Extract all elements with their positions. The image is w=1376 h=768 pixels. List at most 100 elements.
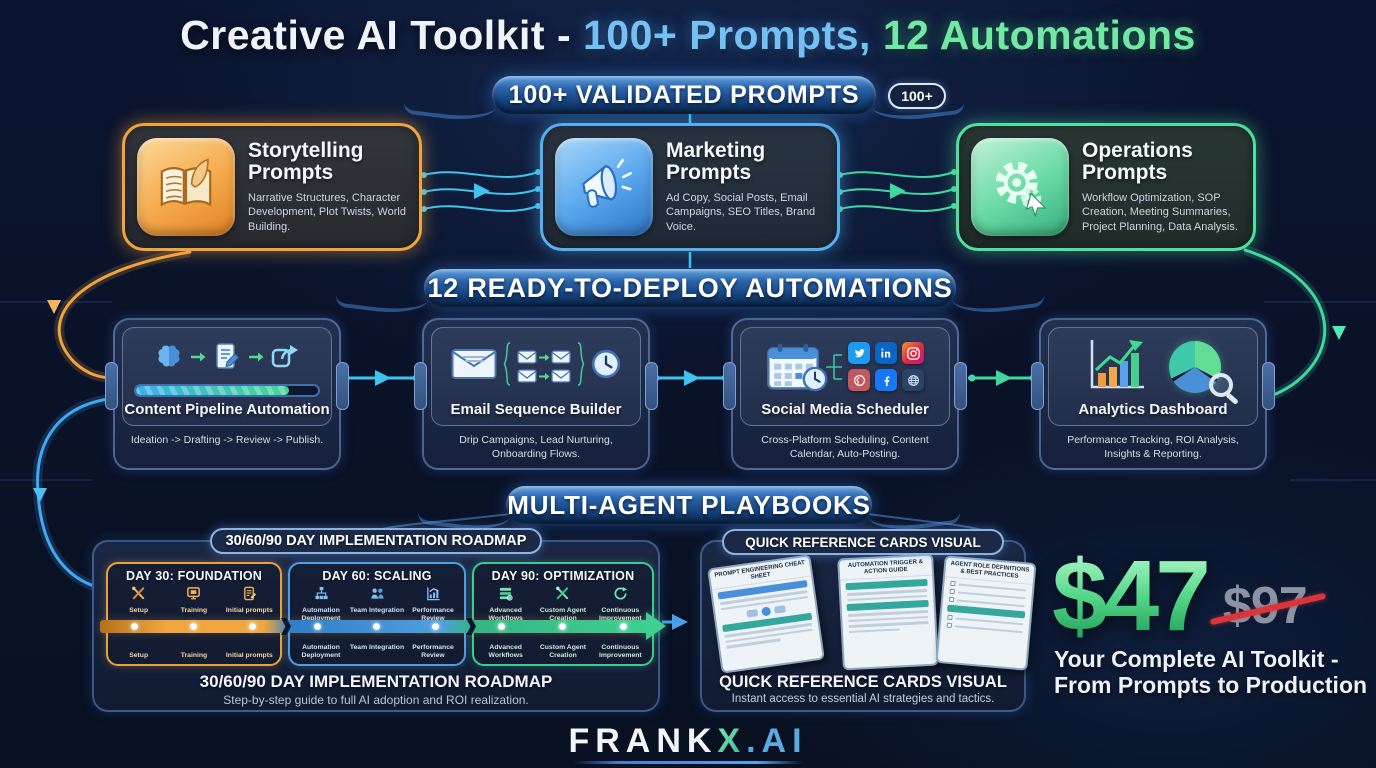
content-pipeline-graphic: Content Pipeline Automation: [122, 327, 332, 426]
prompts-count-badge: 100+: [888, 83, 946, 109]
analytics-dashboard-description: Performance Tracking, ROI Analysis, Insi…: [1067, 434, 1239, 460]
phase-day-90-optimization: DAY 90: OPTIMIZATION Advanced Workflows …: [472, 562, 654, 666]
phase-30-step-3-label: Initial prompts: [225, 607, 273, 614]
brand-ai: .AI: [746, 722, 808, 760]
storytelling-prompts-card: Storytelling Prompts Narrative Structure…: [122, 123, 422, 251]
title-segment-white: Creative AI Toolkit -: [180, 12, 583, 58]
storytelling-card-description: Narrative Structures, Character Developm…: [248, 192, 406, 233]
reference-header-pill: QUICK REFERENCE CARDS VISUAL: [722, 529, 1004, 555]
arrow-icon: [190, 350, 206, 368]
marketing-card-description: Ad Copy, Social Posts, Email Campaigns, …: [666, 192, 816, 233]
twitter-icon: [848, 342, 870, 364]
card-section-bar: [845, 579, 928, 591]
reference-card-agent-roles: AGENT ROLE DEFINITIONS & BEST PRACTICES: [935, 555, 1037, 671]
instagram-icon: [902, 342, 924, 364]
open-book-quill-icon: [137, 138, 235, 236]
timeline-dot: [249, 623, 256, 630]
phase-90-step-3-label: Continuous Improvement: [598, 607, 642, 623]
phase-30-title: DAY 30: FOUNDATION: [125, 569, 263, 583]
operations-prompts-card: Operations Prompts Workflow Optimization…: [956, 123, 1256, 251]
reference-footer-subtitle: Instant access to essential AI strategie…: [731, 693, 995, 705]
roadmap-timeline-arrowhead: [646, 612, 666, 640]
timeline-dot: [432, 623, 439, 630]
email-sequence-card: Email Sequence Builder Drip Campaigns, L…: [414, 318, 658, 470]
phase-60-step-1-repeat: Automation Deployment: [301, 643, 341, 659]
brace-connector: [503, 342, 511, 391]
scheduler-link-lines: [826, 353, 842, 380]
current-price: $47: [1052, 540, 1211, 652]
analytics-dashboard-title: Analytics Dashboard: [1078, 401, 1228, 418]
timeline-dot: [498, 623, 505, 630]
automations-banner: 12 READY-TO-DEPLOY AUTOMATIONS: [424, 269, 956, 307]
magnifier-icon: [1209, 372, 1233, 397]
refresh-icon: [613, 586, 628, 606]
social-scheduler-title: Social Media Scheduler: [761, 401, 929, 418]
validated-prompts-banner: 100+ VALIDATED PROMPTS: [492, 76, 876, 114]
phase-60-step-1-label: Automation Deployment: [301, 607, 341, 623]
playbooks-banner: MULTI-AGENT PLAYBOOKS: [506, 486, 872, 524]
brand-frank: FRANK: [568, 722, 718, 760]
phase-30-step-1-repeat: Setup: [129, 651, 149, 659]
phase-90-step-2-repeat: Custom Agent Creation: [539, 643, 587, 659]
phase-day-60-scaling: DAY 60: SCALING Automation Deployment Te…: [288, 562, 466, 666]
email-sequence-title: Email Sequence Builder: [450, 401, 622, 418]
mini-envelope-branch-icons: [517, 350, 571, 383]
tagline-line-1: Your Complete AI Toolkit -: [1054, 646, 1339, 672]
timeline-dot: [131, 623, 138, 630]
operations-card-description: Workflow Optimization, SOP Creation, Mee…: [1082, 192, 1238, 233]
phase-30-step-3-repeat: Initial prompts: [225, 651, 273, 659]
tools-icon: [555, 586, 570, 606]
content-pipeline-description: Ideation -> Drafting -> Review -> Publis…: [130, 434, 324, 446]
email-sequence-graphic: Email Sequence Builder: [431, 327, 641, 426]
gears-cursor-icon: [971, 138, 1069, 236]
timeline-dot: [559, 623, 566, 630]
phase-60-step-2-label: Team Integration: [349, 607, 405, 614]
card-section-bar: [846, 600, 929, 612]
content-pipeline-title: Content Pipeline Automation: [124, 401, 330, 418]
pricing-tagline: Your Complete AI Toolkit - From Prompts …: [1054, 646, 1374, 699]
brain-icon: [154, 342, 184, 375]
brand-underline: [573, 761, 803, 764]
roadmap-header-pill: 30/60/90 DAY IMPLEMENTATION ROADMAP: [210, 528, 542, 554]
marketing-card-title: Marketing Prompts: [666, 139, 766, 185]
share-icon: [270, 341, 300, 376]
document-pencil-icon: [212, 341, 242, 376]
brand-logo: FRANKX.AI: [0, 722, 1376, 761]
automations-banner-label: 12 READY-TO-DEPLOY AUTOMATIONS: [427, 272, 953, 303]
storytelling-card-title: Storytelling Prompts: [248, 139, 364, 185]
facebook-icon: [875, 369, 897, 391]
timeline-separator: [281, 618, 291, 635]
content-pipeline-card: Content Pipeline Automation Ideation -> …: [105, 318, 349, 470]
phase-60-step-2-repeat: Team Integration: [349, 643, 405, 651]
social-scheduler-description: Cross-Platform Scheduling, Content Calen…: [761, 434, 929, 460]
validated-prompts-banner-label: 100+ VALIDATED PROMPTS: [508, 80, 860, 109]
pipeline-progress-bar: [134, 384, 320, 397]
monitor-icon: [186, 586, 201, 606]
analytics-dashboard-card: Analytics Dashboard Performance Tracking…: [1031, 318, 1275, 470]
phase-90-step-1-repeat: Advanced Workflows: [488, 643, 523, 659]
social-scheduler-card: Social Media Scheduler Cross-Platform Sc…: [723, 318, 967, 470]
org-chart-icon: [314, 586, 329, 606]
arrow-icon: [248, 350, 264, 368]
bar-chart-icon: [1085, 336, 1147, 397]
phase-day-30-foundation: DAY 30: FOUNDATION Setup Training Initia…: [106, 562, 282, 666]
title-segment-prompts: 100+ Prompts,: [582, 12, 871, 58]
brace-connector: [577, 342, 585, 391]
pricing-block: $47 $97: [1052, 540, 1326, 652]
phase-90-title: DAY 90: OPTIMIZATION: [491, 569, 635, 583]
social-scheduler-graphic: Social Media Scheduler: [740, 327, 950, 426]
phase-30-step-2-repeat: Training: [180, 651, 208, 659]
pie-chart-icon: [1169, 340, 1233, 397]
globe-icon: [902, 369, 924, 391]
phase-30-step-2-label: Training: [180, 607, 208, 614]
phase-60-title: DAY 60: SCALING: [322, 569, 432, 583]
title-segment-automations: 12 Automations: [870, 12, 1196, 58]
brand-x: X: [717, 722, 747, 760]
phase-60-step-3-repeat: Performance Review: [412, 643, 454, 659]
roadmap-footer-title: 30/60/90 DAY IMPLEMENTATION ROADMAP: [199, 672, 553, 691]
layers-icon: [498, 586, 513, 606]
timeline-dot: [373, 623, 380, 630]
timeline-dot: [190, 623, 197, 630]
